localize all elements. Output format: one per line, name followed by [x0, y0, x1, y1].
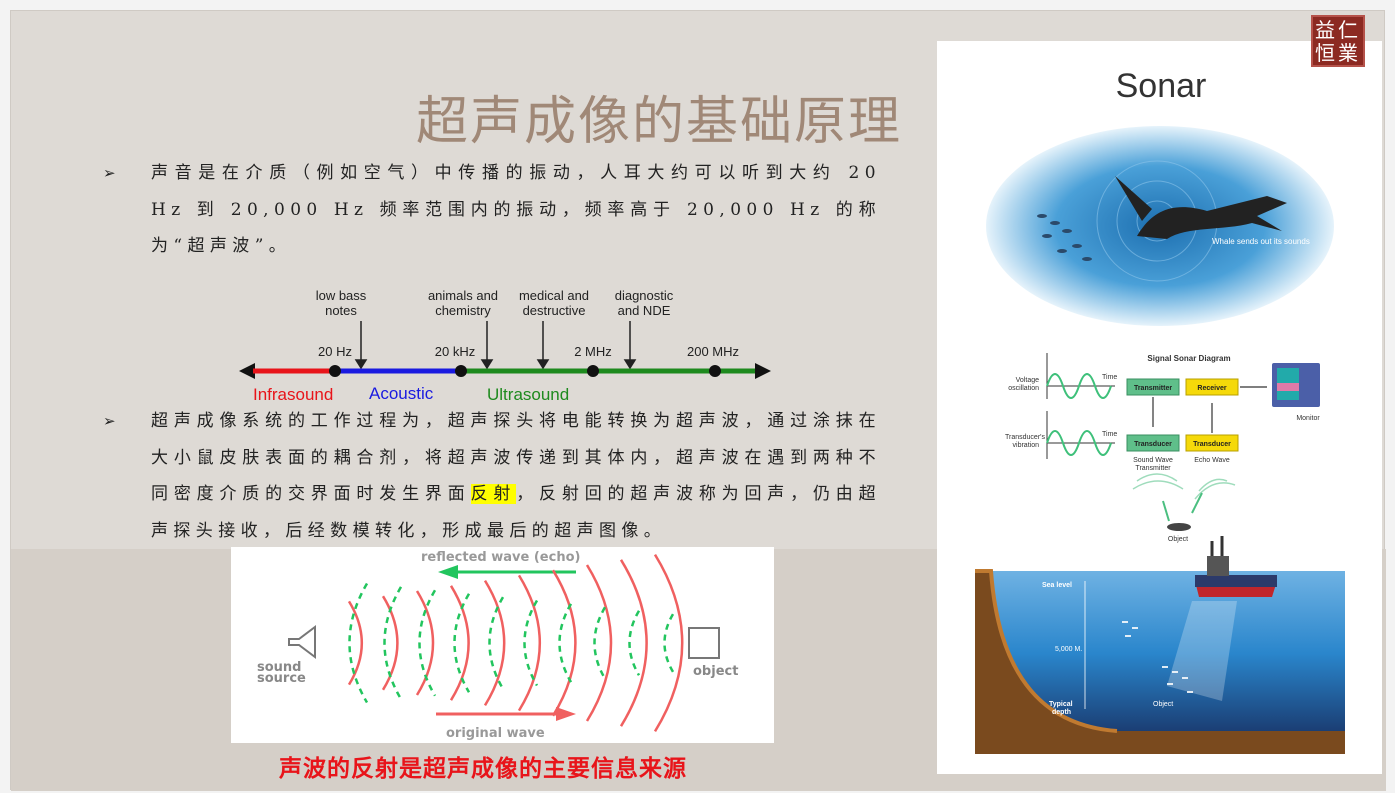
logo-text: 益仁 — [1315, 18, 1361, 42]
band-infrasound: Infrasound — [253, 385, 333, 401]
annotation: low bass — [316, 288, 367, 303]
typical-depth-label: depth — [1052, 709, 1071, 716]
label: Transmitter — [1135, 465, 1171, 472]
object-label: Object — [1153, 701, 1173, 708]
text: 超声成像系统的工作过程为，超声探头将电能转换为超声波，通过涂抹在大小鼠皮肤表面的… — [151, 411, 881, 504]
slide: 超声成像的基础原理 ➢ 声音是在介质（例如空气）中传播的振动，人耳大约可以听到大… — [10, 10, 1386, 791]
reflected-wave-arc — [628, 610, 641, 676]
label: vibration — [1013, 442, 1040, 449]
time-label: Time — [1102, 374, 1117, 381]
band-ultrasound: Ultrasound — [487, 385, 569, 401]
sonar-illustration: Sonar Whale sends out its sounds Signal … — [937, 41, 1382, 774]
annotation: notes — [325, 303, 357, 318]
reflected-wave-arc — [488, 596, 505, 690]
transducer-box: Transducer — [1134, 441, 1172, 448]
sound-source-label: sound — [257, 660, 301, 675]
tick-label: 200 MHz — [687, 344, 739, 359]
paragraph-1: 声音是在介质（例如空气）中传播的振动，人耳大约可以听到大约 20 Hz 到 20… — [151, 163, 881, 256]
annotation: animals and — [428, 288, 498, 303]
reflected-wave-arc — [593, 606, 607, 680]
annotation: destructive — [523, 303, 586, 318]
band-acoustic: Acoustic — [369, 384, 434, 401]
sound-source-label: source — [257, 671, 306, 686]
object-label: Object — [1168, 536, 1188, 543]
reflected-wave-arc — [383, 586, 403, 700]
bullet-arrow-icon: ➢ — [103, 164, 116, 182]
tick-label: 20 Hz — [318, 344, 352, 359]
transmitter-box: Transmitter — [1134, 385, 1172, 392]
label: Echo Wave — [1194, 457, 1230, 464]
original-wave-label: original wave — [446, 726, 545, 741]
slide-title: 超声成像的基础原理 — [416, 92, 903, 152]
monitor-label: Monitor — [1296, 415, 1320, 422]
sonar-title: Sonar — [1116, 67, 1207, 105]
typical-depth-label: Typical — [1049, 701, 1073, 708]
wave-reflection-diagram: reflected wave (echo) sound source objec… — [231, 547, 774, 743]
annotation: chemistry — [435, 303, 491, 318]
original-wave-arc — [381, 595, 399, 691]
receiver-box: Receiver — [1197, 385, 1226, 392]
transducer-box: Transducer — [1193, 441, 1231, 448]
tick-label: 2 MHz — [574, 344, 612, 359]
logo-text: 恒業 — [1315, 41, 1361, 65]
diagram-title: Signal Sonar Diagram — [1147, 354, 1230, 363]
reflected-wave-arc — [418, 589, 437, 697]
object-label: object — [693, 664, 738, 679]
annotation: medical and — [519, 288, 589, 303]
sea-level-label: Sea level — [1042, 582, 1072, 589]
reflected-wave-label: reflected wave (echo) — [421, 550, 580, 565]
caption: 声波的反射是超声成像的主要信息来源 — [279, 755, 687, 782]
annotation: and NDE — [618, 303, 671, 318]
label: oscillation — [1008, 385, 1039, 392]
reflected-wave-arc — [523, 599, 539, 687]
original-wave-arc — [517, 574, 541, 712]
reflected-wave-arc — [348, 582, 369, 704]
highlighted-word: 反射 — [470, 484, 517, 504]
original-wave-arc — [449, 585, 470, 701]
reflected-wave-arc — [558, 603, 573, 683]
reflected-wave-arc — [453, 593, 471, 693]
whale-label: Whale sends out its sounds — [1212, 237, 1310, 246]
original-wave-arc — [483, 579, 506, 707]
depth-value: 5,000 M. — [1055, 646, 1082, 653]
reflected-wave-arc — [663, 613, 675, 673]
bullet-arrow-icon: ➢ — [103, 412, 116, 430]
original-wave-arc — [653, 553, 684, 733]
label: Transducer's — [1005, 434, 1045, 441]
annotation: diagnostic — [615, 288, 674, 303]
paragraph-2: 超声成像系统的工作过程为，超声探头将电能转换为超声波，通过涂抹在大小鼠皮肤表面的… — [151, 403, 881, 549]
text: ，反射回的超声波称为回声，仍由超声探头接收，后经数模转化，形成最后的超声图像。 — [151, 484, 881, 541]
tick-label: 20 kHz — [435, 344, 475, 359]
original-wave-arc — [347, 600, 364, 686]
time-label: Time — [1102, 431, 1117, 438]
original-wave-arc — [585, 564, 613, 722]
original-wave-arc — [619, 559, 648, 727]
original-wave-arc — [551, 569, 577, 717]
frequency-spectrum: low bass notes animals and chemistry med… — [239, 288, 771, 401]
label: Voltage — [1016, 377, 1039, 384]
label: Sound Wave — [1133, 457, 1173, 464]
logo: 益仁恒業 — [1311, 15, 1365, 67]
original-wave-arc — [415, 590, 435, 696]
